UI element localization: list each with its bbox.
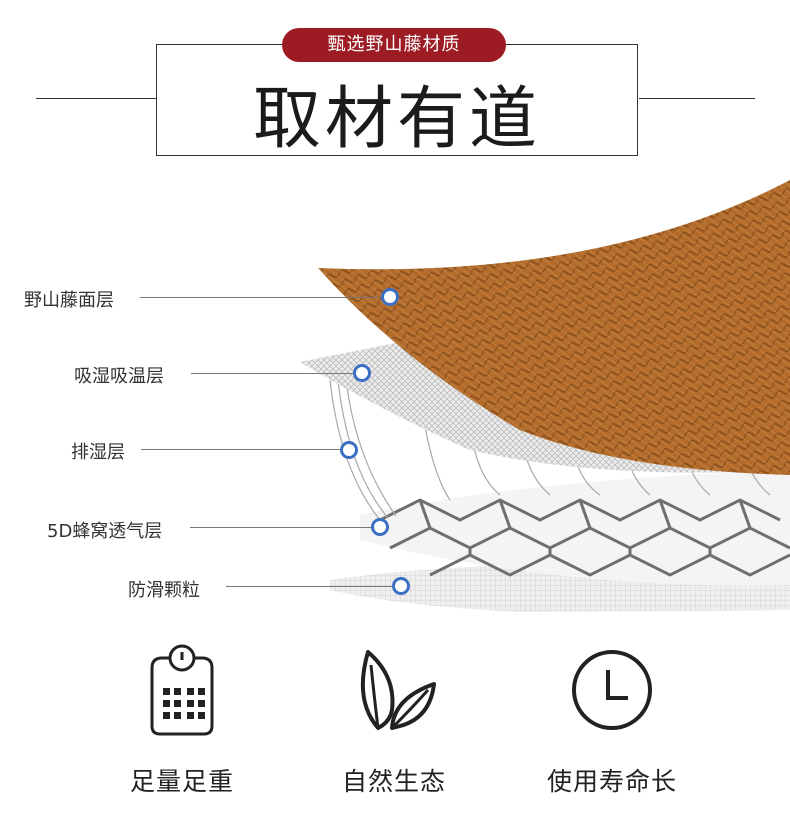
material-badge: 甄选野山藤材质 — [282, 28, 506, 62]
leader-line-honeycomb — [190, 527, 372, 528]
layer-marker-rattan[interactable] — [381, 288, 399, 306]
feature-label-lifespan: 使用寿命长 — [546, 767, 677, 796]
layer-label-absorbent: 吸湿吸温层 — [74, 366, 164, 387]
title-box: 取材有道 — [156, 44, 638, 159]
weight-scale-icon — [132, 640, 232, 740]
layer-label-honeycomb: 5D蜂窝透气层 — [47, 521, 163, 542]
feature-label-natural: 自然生态 — [341, 767, 446, 796]
feature-lifespan: 使用寿命长 — [528, 640, 696, 798]
feature-natural: 自然生态 — [316, 640, 472, 798]
header-line-left — [36, 98, 156, 99]
layer-label-antislip: 防滑颗粒 — [128, 580, 200, 601]
layer-marker-absorbent[interactable] — [353, 364, 371, 382]
layer-marker-honeycomb[interactable] — [371, 518, 389, 536]
rattan-top-layer — [318, 180, 790, 475]
layer-marker-wicking[interactable] — [340, 441, 358, 459]
header-line-right — [639, 98, 755, 99]
leader-line-rattan — [140, 297, 384, 298]
leader-line-absorbent — [191, 373, 353, 374]
leader-line-antislip — [226, 586, 393, 587]
layers-illustration — [300, 180, 790, 612]
feature-weight: 足量足重 — [104, 640, 260, 798]
layer-label-wicking: 排湿层 — [71, 442, 125, 463]
layer-label-rattan: 野山藤面层 — [24, 290, 114, 311]
feature-label-weight: 足量足重 — [129, 767, 234, 796]
page-title: 取材有道 — [252, 80, 541, 159]
leader-line-wicking — [141, 449, 340, 450]
clock-icon — [562, 640, 662, 740]
layer-marker-antislip[interactable] — [392, 577, 410, 595]
leaves-icon — [344, 640, 444, 740]
honeycomb-pattern — [379, 498, 790, 577]
